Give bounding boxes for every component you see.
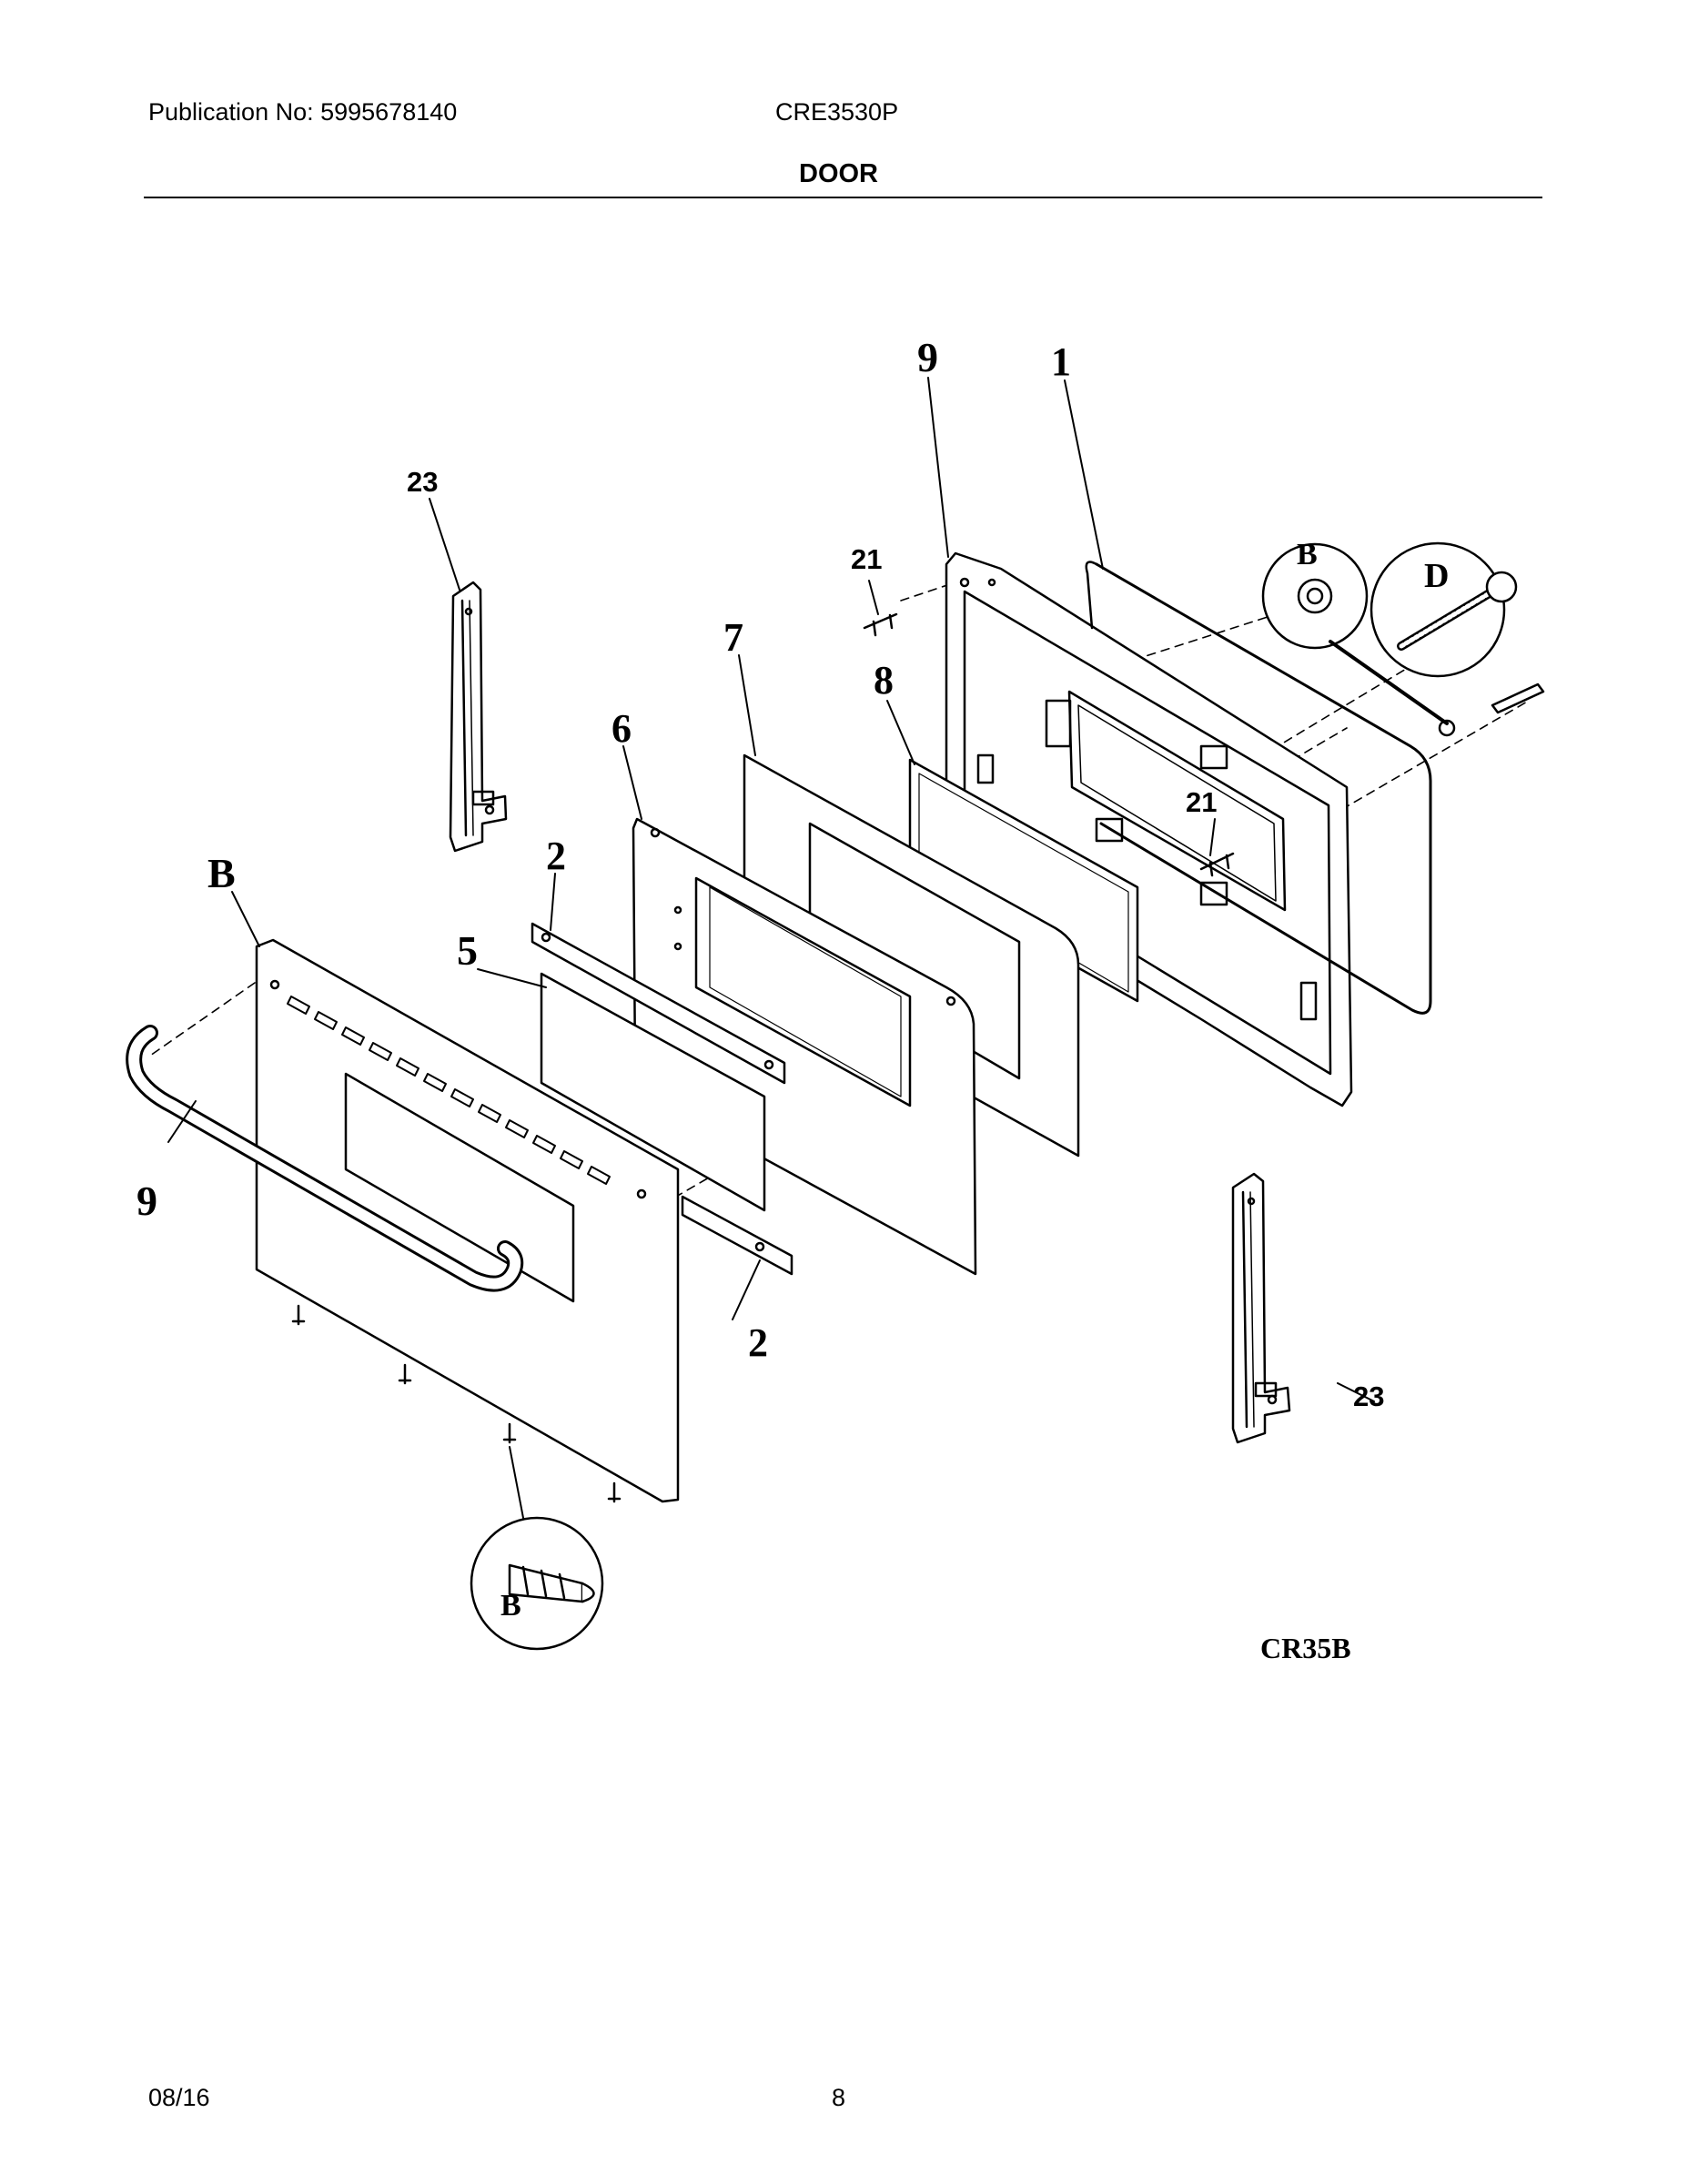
screw-21-mid <box>1199 852 1235 877</box>
bolt-and-washer <box>1438 682 1545 737</box>
callout-hinge-left: 23 <box>407 466 438 498</box>
inner-glass <box>908 758 1139 1003</box>
model-number: CRE3530P <box>775 98 899 126</box>
publication-number: Publication No: 5995678140 <box>148 98 458 126</box>
label-trim-bottom: 2 <box>748 1320 768 1365</box>
label-window: 5 <box>457 927 478 974</box>
footer-page-number: 8 <box>832 2084 846 2111</box>
door-gasket <box>1085 561 1432 1015</box>
bottom-screws <box>291 1304 622 1503</box>
label-gasket: 1 <box>1051 339 1071 384</box>
label-inner-panel: 6 <box>612 706 632 751</box>
callout-screw-top: 21 <box>851 543 882 575</box>
section-title: DOOR <box>799 159 878 188</box>
label-liner: 9 <box>917 334 938 380</box>
screw-21-top <box>863 612 898 637</box>
door-handle <box>126 1025 524 1292</box>
label-inner-glass: 8 <box>874 658 894 703</box>
reference-code: CR35B <box>1260 1632 1351 1664</box>
footer-date: 08/16 <box>148 2084 210 2111</box>
outer-door-panel <box>255 938 680 1503</box>
label-door-panel: B <box>207 850 236 896</box>
washer-detail-circle <box>1261 542 1449 725</box>
screw-detail-circle <box>470 1516 604 1651</box>
label-handle: 9 <box>136 1178 157 1224</box>
callout-screw-mid: 21 <box>1186 786 1217 818</box>
header-divider <box>144 197 1542 198</box>
label-washer-detail: B <box>1297 538 1318 571</box>
label-insulation: 7 <box>723 615 743 660</box>
leader-lines <box>167 377 1375 1519</box>
right-hinge <box>1231 1172 1291 1444</box>
callout-hinge-right: 23 <box>1353 1380 1384 1412</box>
upper-trim <box>531 922 786 1085</box>
bolt-detail-circle <box>1370 541 1518 678</box>
label-screw-detail: B <box>500 1589 521 1623</box>
lower-trim <box>681 1195 793 1276</box>
label-trim-top: 2 <box>546 834 566 878</box>
label-bolt-detail: D <box>1424 557 1449 595</box>
window-glass <box>540 972 766 1212</box>
left-hinge <box>449 581 508 853</box>
